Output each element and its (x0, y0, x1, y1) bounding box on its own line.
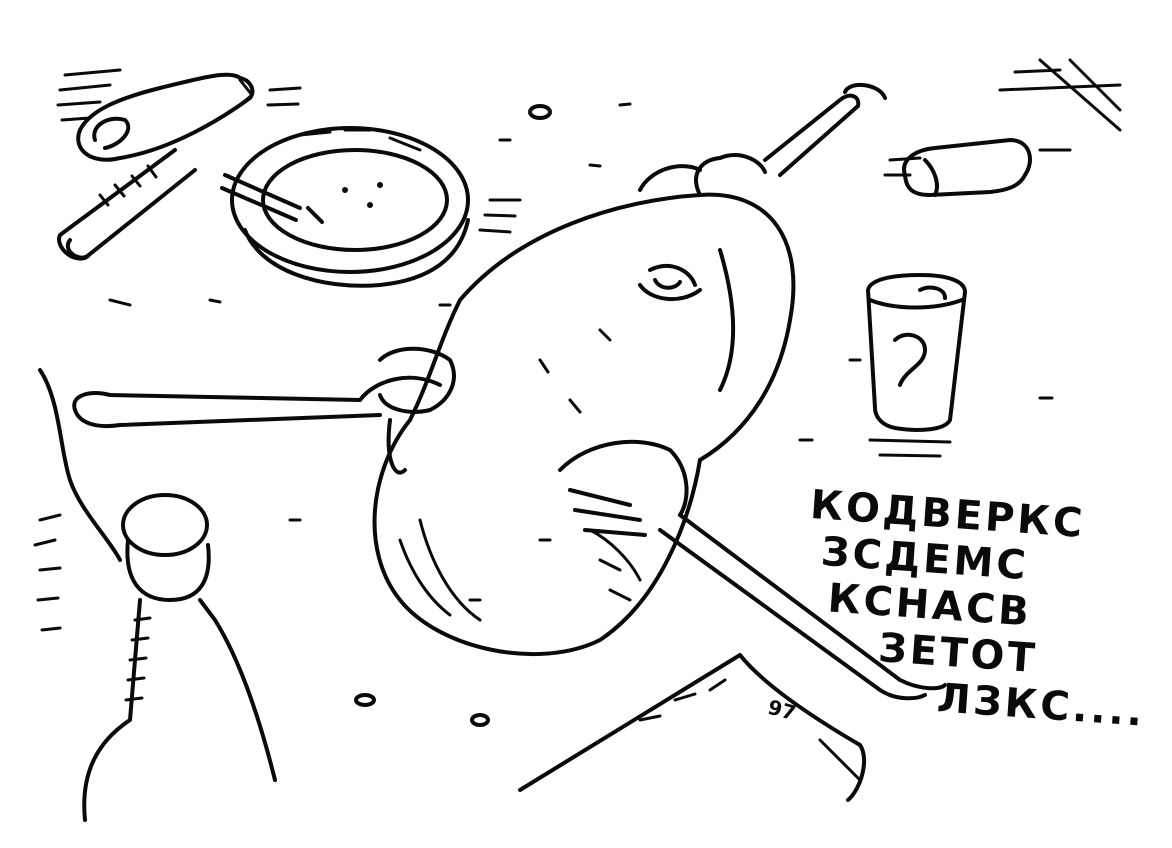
glass-drawing (866, 273, 967, 458)
crumbs-drawing (108, 102, 1054, 727)
eating-face-drawing (372, 82, 887, 657)
spoon-drawing (72, 346, 456, 475)
bottle-drawing (33, 368, 277, 822)
salt-shaker-drawing (883, 58, 1122, 197)
napkin-drawing (518, 653, 866, 802)
fork-drawing (558, 439, 947, 701)
handwritten-caption: КОДВЕРКС ЗСДЕМС КСНАСВ ЗЕТОТ ЛЗКС.... (796, 482, 1151, 736)
cigar-stub-drawing (56, 68, 302, 261)
ashtray-drawing (220, 126, 522, 288)
